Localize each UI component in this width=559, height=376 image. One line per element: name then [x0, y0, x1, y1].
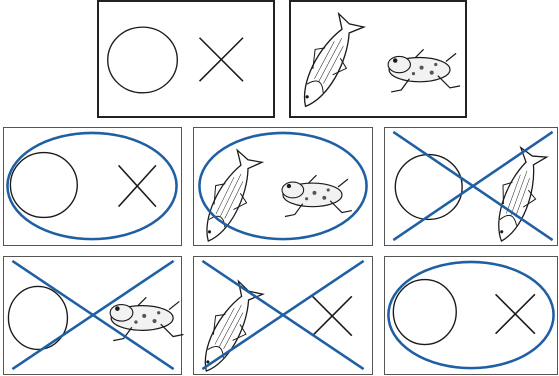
- reference-card-1-art: [99, 2, 273, 116]
- fish-icon: [289, 12, 367, 115]
- answer-card-6-art: [385, 257, 557, 374]
- reference-card-2: [289, 0, 467, 118]
- circle-shape-icon: [393, 280, 456, 345]
- answer-card-5-art: [194, 257, 372, 374]
- fish-icon: [191, 279, 267, 376]
- answer-card-4[interactable]: [3, 256, 182, 375]
- answer-card-2[interactable]: [193, 127, 373, 246]
- reference-card-1: [97, 0, 275, 118]
- answer-card-5[interactable]: [193, 256, 373, 375]
- x-shape-icon: [200, 38, 243, 81]
- answer-card-1-art: [4, 128, 181, 245]
- selection-ellipse: [388, 262, 553, 368]
- circle-shape-icon: [10, 153, 77, 218]
- x-shape-icon: [119, 165, 156, 206]
- x-shape-icon: [496, 294, 535, 333]
- answer-card-3[interactable]: [384, 127, 558, 246]
- answer-card-6[interactable]: [384, 256, 558, 375]
- answer-card-1[interactable]: [3, 127, 182, 246]
- fish-icon: [192, 148, 265, 248]
- selection-ellipse: [7, 133, 176, 239]
- answer-card-3-art: [385, 128, 557, 245]
- answer-card-4-art: [4, 257, 181, 374]
- answer-card-2-art: [194, 128, 372, 245]
- circle-shape-icon: [395, 155, 462, 220]
- x-shape-icon: [312, 296, 351, 335]
- circle-shape-icon: [108, 27, 178, 93]
- reference-card-2-art: [291, 2, 465, 116]
- frog-icon: [282, 175, 352, 216]
- circle-shape-icon: [8, 286, 67, 349]
- frog-icon: [388, 49, 460, 92]
